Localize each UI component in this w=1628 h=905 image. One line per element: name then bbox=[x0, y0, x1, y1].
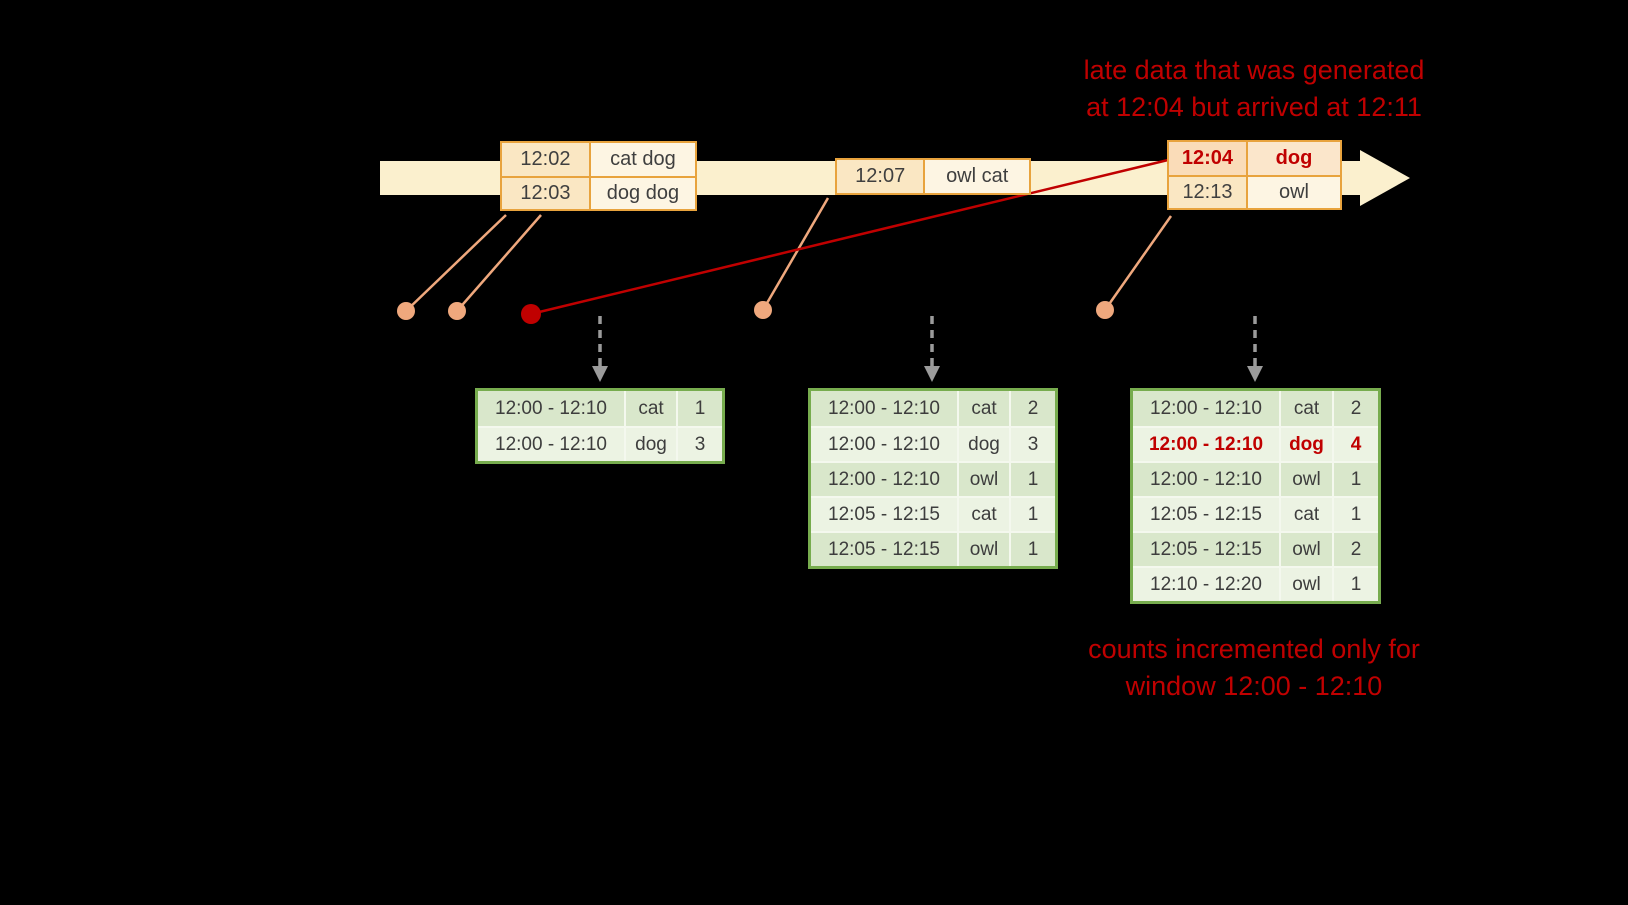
event-row: 12:07 owl cat bbox=[837, 160, 1029, 193]
result-row: 12:00 - 12:10 dog 3 bbox=[811, 426, 1055, 461]
result-window-cell: 12:00 - 12:10 bbox=[1150, 397, 1262, 419]
annotation-line: late data that was generated bbox=[1083, 55, 1425, 85]
event-words-cell: cat dog bbox=[588, 143, 695, 176]
result-row: 12:00 - 12:10 owl 1 bbox=[811, 461, 1055, 496]
result-count-cell: 1 bbox=[1009, 463, 1055, 496]
event-dot bbox=[1096, 301, 1114, 319]
result-word-cell: owl bbox=[1279, 568, 1332, 601]
result-row: 12:00 - 12:10 dog 4 bbox=[1133, 426, 1378, 461]
event-connector-line bbox=[405, 214, 507, 312]
result-window-cell: 12:00 - 12:10 bbox=[828, 468, 940, 490]
event-row: 12:04 dog bbox=[1169, 142, 1340, 175]
annotation-line: counts incremented only for bbox=[1088, 634, 1420, 664]
result-word-cell: dog bbox=[1279, 428, 1332, 461]
annotation-line: at 12:04 but arrived at 12:11 bbox=[1086, 92, 1422, 122]
result-row: 12:05 - 12:15 cat 1 bbox=[811, 496, 1055, 531]
result-count-cell: 1 bbox=[1332, 463, 1378, 496]
result-window-cell: 12:10 - 12:20 bbox=[1150, 573, 1262, 595]
result-window-cell: 12:00 - 12:10 bbox=[1150, 468, 1262, 490]
result-row: 12:05 - 12:15 owl 2 bbox=[1133, 531, 1378, 566]
result-word-cell: cat bbox=[1279, 391, 1332, 426]
event-words-cell: owl bbox=[1245, 177, 1340, 208]
result-count-cell: 1 bbox=[1009, 533, 1055, 566]
result-count-cell: 3 bbox=[1009, 428, 1055, 461]
event-time-cell: 12:13 bbox=[1169, 177, 1246, 208]
result-count-cell: 3 bbox=[676, 428, 722, 461]
counts-incremented-annotation: counts incremented only for window 12:00… bbox=[1028, 631, 1480, 705]
event-connector-line bbox=[456, 214, 542, 312]
result-count-cell: 2 bbox=[1332, 533, 1378, 566]
event-time-cell: 12:02 bbox=[502, 143, 589, 176]
result-count-cell: 2 bbox=[1332, 391, 1378, 426]
result-row: 12:00 - 12:10 dog 3 bbox=[478, 426, 722, 461]
event-words-cell: owl cat bbox=[923, 160, 1029, 193]
event-time-cell: 12:04 bbox=[1169, 142, 1246, 175]
late-data-connector-line bbox=[530, 158, 1169, 316]
event-row: 12:13 owl bbox=[1169, 175, 1340, 208]
result-word-cell: dog bbox=[624, 428, 676, 461]
result-count-cell: 1 bbox=[1332, 568, 1378, 601]
event-connector-line bbox=[761, 197, 830, 311]
result-row: 12:05 - 12:15 cat 1 bbox=[1133, 496, 1378, 531]
result-window-cell: 12:00 - 12:10 bbox=[495, 397, 607, 419]
result-window-cell: 12:05 - 12:15 bbox=[828, 538, 940, 560]
result-row: 12:10 - 12:20 owl 1 bbox=[1133, 566, 1378, 601]
event-words-cell: dog dog bbox=[588, 178, 695, 209]
trigger-arrow-head bbox=[924, 366, 940, 382]
event-dot bbox=[397, 302, 415, 320]
result-window-cell: 12:00 - 12:10 bbox=[1148, 433, 1264, 455]
event-dot bbox=[754, 301, 772, 319]
result-window-cell: 12:05 - 12:15 bbox=[1150, 503, 1262, 525]
result-row: 12:00 - 12:10 cat 1 bbox=[478, 391, 722, 426]
result-row: 12:00 - 12:10 cat 2 bbox=[1133, 391, 1378, 426]
result-word-cell: cat bbox=[624, 391, 676, 426]
event-dot bbox=[448, 302, 466, 320]
event-table-12-02: 12:02 cat dog 12:03 dog dog bbox=[500, 141, 697, 211]
event-row: 12:02 cat dog bbox=[502, 143, 695, 176]
result-window-cell: 12:00 - 12:10 bbox=[828, 433, 940, 455]
trigger-arrow-head bbox=[1247, 366, 1263, 382]
event-row: 12:03 dog dog bbox=[502, 176, 695, 209]
event-table-late-data: 12:04 dog 12:13 owl bbox=[1167, 140, 1342, 210]
result-count-cell: 4 bbox=[1332, 428, 1378, 461]
trigger-arrow-head bbox=[592, 366, 608, 382]
result-window-cell: 12:00 - 12:10 bbox=[828, 397, 940, 419]
result-table-after-first-trigger: 12:00 - 12:10 cat 1 12:00 - 12:10 dog 3 bbox=[475, 388, 725, 464]
timeline-arrow-head bbox=[1360, 150, 1410, 206]
result-word-cell: owl bbox=[1279, 533, 1332, 566]
result-window-cell: 12:00 - 12:10 bbox=[495, 433, 607, 455]
late-data-annotation: late data that was generated at 12:04 bu… bbox=[1028, 52, 1480, 126]
result-word-cell: cat bbox=[1279, 498, 1332, 531]
result-word-cell: dog bbox=[957, 428, 1009, 461]
event-connector-line bbox=[1103, 215, 1173, 311]
event-time-cell: 12:03 bbox=[502, 178, 589, 209]
result-word-cell: owl bbox=[1279, 463, 1332, 496]
result-count-cell: 1 bbox=[1009, 498, 1055, 531]
result-word-cell: owl bbox=[957, 463, 1009, 496]
event-table-12-07: 12:07 owl cat bbox=[835, 158, 1031, 195]
result-row: 12:05 - 12:15 owl 1 bbox=[811, 531, 1055, 566]
result-table-after-second-trigger: 12:00 - 12:10 cat 2 12:00 - 12:10 dog 3 … bbox=[808, 388, 1058, 569]
result-window-cell: 12:05 - 12:15 bbox=[828, 503, 940, 525]
late-data-dot bbox=[521, 304, 541, 324]
result-row: 12:00 - 12:10 cat 2 bbox=[811, 391, 1055, 426]
result-word-cell: cat bbox=[957, 498, 1009, 531]
result-word-cell: owl bbox=[957, 533, 1009, 566]
result-count-cell: 2 bbox=[1009, 391, 1055, 426]
result-count-cell: 1 bbox=[1332, 498, 1378, 531]
result-window-cell: 12:05 - 12:15 bbox=[1150, 538, 1262, 560]
result-word-cell: cat bbox=[957, 391, 1009, 426]
result-table-after-third-trigger: 12:00 - 12:10 cat 2 12:00 - 12:10 dog 4 … bbox=[1130, 388, 1381, 604]
annotation-line: window 12:00 - 12:10 bbox=[1125, 671, 1383, 701]
event-words-cell: dog bbox=[1245, 142, 1340, 175]
result-row: 12:00 - 12:10 owl 1 bbox=[1133, 461, 1378, 496]
result-count-cell: 1 bbox=[676, 391, 722, 426]
event-time-cell: 12:07 bbox=[837, 160, 924, 193]
